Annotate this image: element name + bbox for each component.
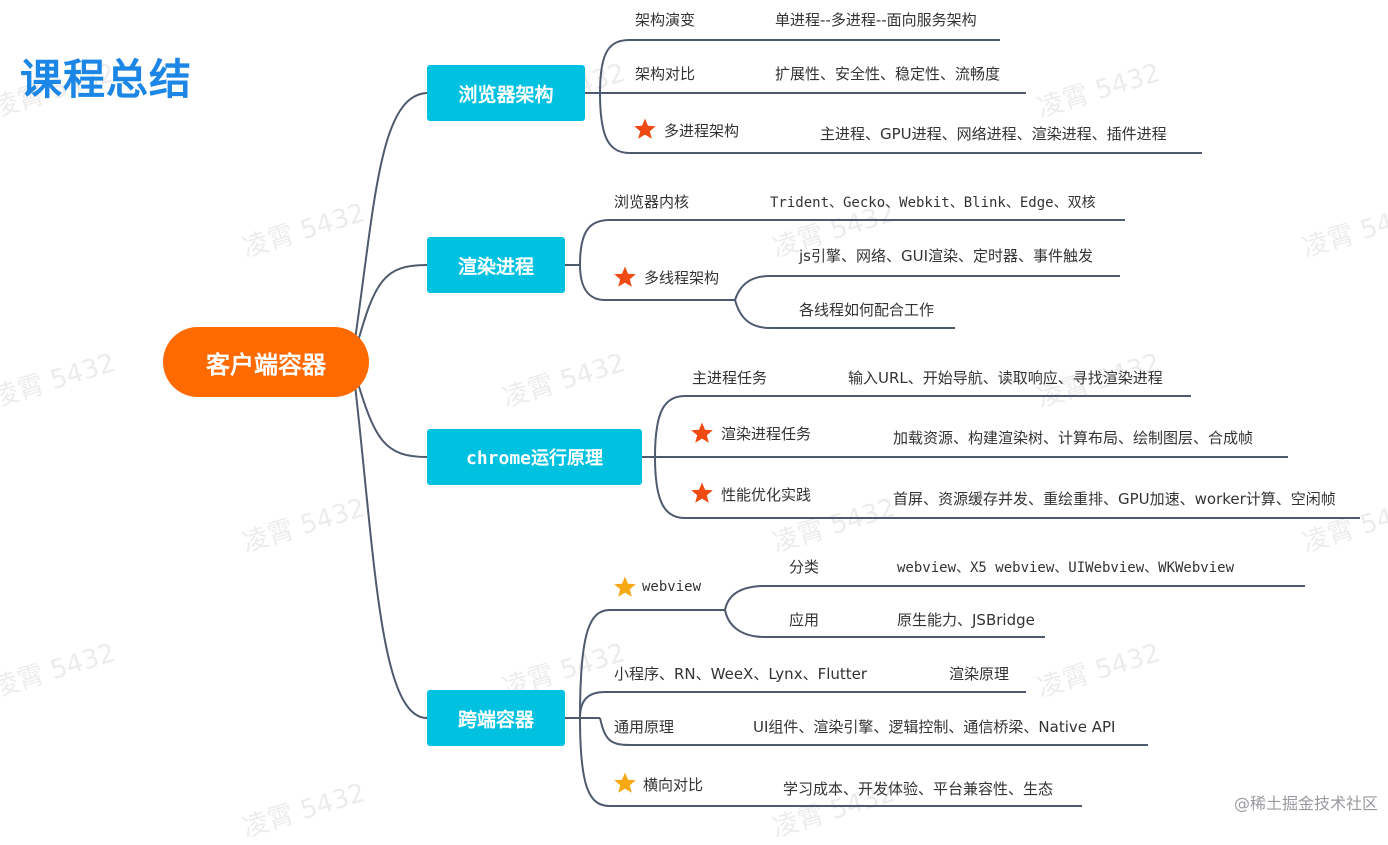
node-webview-label[interactable]: webview — [642, 579, 702, 595]
star-icon — [634, 118, 656, 139]
star-icon — [691, 422, 713, 443]
node-main-task-value[interactable]: 输入URL、开始导航、读取响应、寻找渲染进程 — [848, 369, 1163, 387]
node-arch-evolution-label[interactable]: 架构演变 — [635, 11, 696, 29]
page-title: 课程总结 — [20, 55, 193, 104]
mindmap-canvas: 凌霄 5432 凌霄 5432 凌霄 5432 凌霄 5432 凌霄 5432 … — [0, 11, 1388, 844]
node-perf-value[interactable]: 首屏、资源缓存并发、重绘重排、GPU加速、worker计算、空闲帧 — [893, 490, 1336, 508]
node-render-task-value[interactable]: 加载资源、构建渲染树、计算布局、绘制图层、合成帧 — [893, 429, 1254, 447]
node-main-task-label[interactable]: 主进程任务 — [692, 369, 768, 387]
node-multiprocess-value[interactable]: 主进程、GPU进程、网络进程、渲染进程、插件进程 — [820, 125, 1167, 143]
credit-watermark: @稀土掘金技术社区 — [1233, 794, 1378, 813]
star-icon — [691, 482, 713, 503]
topic-cross-platform[interactable]: 跨端容器 — [427, 690, 565, 746]
topic-render-process[interactable]: 渲染进程 — [427, 237, 565, 293]
node-webview-category-label[interactable]: 分类 — [789, 558, 820, 576]
node-webview-application-label[interactable]: 应用 — [789, 611, 820, 629]
star-icon — [614, 266, 636, 287]
node-webview-category-value[interactable]: webview、X5 webview、UIWebview、WKWebview — [897, 560, 1235, 576]
node-arch-evolution-value[interactable]: 单进程--多进程--面向服务架构 — [775, 11, 977, 29]
node-multithread-value-threads[interactable]: js引擎、网络、GUI渲染、定时器、事件触发 — [799, 247, 1094, 265]
node-perf-label[interactable]: 性能优化实践 — [721, 486, 812, 504]
node-frameworks-label[interactable]: 小程序、RN、WeeX、Lynx、Flutter — [614, 665, 868, 683]
node-webview-application-value[interactable]: 原生能力、JSBridge — [897, 611, 1035, 629]
star-icon — [614, 772, 636, 793]
node-frameworks-value[interactable]: 渲染原理 — [949, 665, 1010, 683]
node-compare-value[interactable]: 学习成本、开发体验、平台兼容性、生态 — [783, 780, 1054, 798]
node-compare-label[interactable]: 横向对比 — [643, 776, 704, 794]
node-common-label[interactable]: 通用原理 — [614, 718, 675, 736]
node-kernel-value[interactable]: Trident、Gecko、Webkit、Blink、Edge、双核 — [770, 195, 1096, 211]
topic-chrome-principle[interactable]: chrome运行原理 — [427, 429, 642, 485]
node-common-value[interactable]: UI组件、渲染引擎、逻辑控制、通信桥梁、Native API — [753, 718, 1116, 736]
connector-lines — [354, 39, 1360, 807]
node-render-task-label[interactable]: 渲染进程任务 — [721, 425, 812, 443]
topic-browser-arch[interactable]: 浏览器架构 — [427, 65, 585, 121]
node-multiprocess-label[interactable]: 多进程架构 — [664, 122, 740, 140]
node-kernel-label[interactable]: 浏览器内核 — [614, 193, 690, 211]
node-arch-comparison-label[interactable]: 架构对比 — [635, 65, 696, 83]
node-multithread-label[interactable]: 多线程架构 — [644, 269, 720, 287]
node-multithread-value-cooperation[interactable]: 各线程如何配合工作 — [799, 301, 935, 319]
root-node[interactable]: 客户端容器 — [163, 327, 369, 397]
star-icon — [614, 576, 636, 597]
node-arch-comparison-value[interactable]: 扩展性、安全性、稳定性、流畅度 — [775, 65, 1001, 83]
